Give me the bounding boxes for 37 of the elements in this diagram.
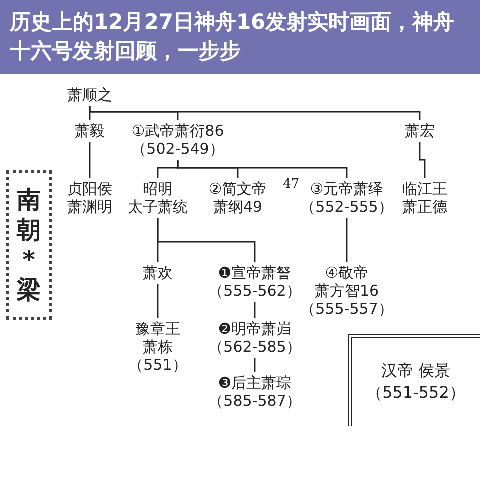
- tree-line: [157, 284, 159, 318]
- tree-line: [89, 142, 91, 178]
- person-name: ❷明帝萧岿: [217, 320, 293, 338]
- reign-years: （585-587）: [208, 392, 302, 410]
- person-name: ③元帝萧绎: [309, 180, 385, 198]
- reign-years: （555-562）: [208, 282, 302, 300]
- tree-line: [346, 218, 348, 262]
- person-name: 昭明太子萧统: [128, 180, 188, 216]
- person-name: 豫章王萧栋: [134, 320, 182, 356]
- person-name: ②简文帝萧纲49: [208, 180, 268, 216]
- tree-line: [419, 142, 426, 178]
- person-name: ❶宣帝萧詧: [217, 264, 293, 282]
- person-name: ④敬帝萧方智16: [314, 264, 380, 300]
- tree-line: [254, 302, 256, 318]
- person-name: 贞阳侯萧渊明: [68, 180, 112, 216]
- age-note: 47: [283, 177, 300, 192]
- tree-line: [254, 358, 256, 372]
- reign-years: （552-555）: [300, 198, 394, 216]
- person-name: ①武帝萧衍86: [132, 122, 224, 140]
- dynasty-box: 南朝*梁: [6, 170, 52, 320]
- person-name: ❸后主萧琮: [217, 374, 293, 392]
- tree-line: [89, 106, 421, 120]
- person-name: 萧欢: [143, 264, 173, 282]
- person-name: 萧宏: [405, 122, 435, 140]
- reign-years: （555-557）: [300, 300, 394, 318]
- ruler-name: 汉帝 侯景: [381, 360, 451, 382]
- reign-years: （562-585）: [208, 338, 302, 356]
- reign-years: （551）: [128, 356, 188, 374]
- reign-years: （551-552）: [366, 382, 466, 404]
- person-name: 临江王萧正德: [402, 180, 448, 216]
- person-name: 萧顺之: [68, 86, 112, 104]
- tree-line: [177, 160, 348, 178]
- title-banner: 历史上的12月27日神舟16发射实时画面，神舟十六号发射回顾，一步步: [0, 0, 480, 74]
- reign-years: （502-549）: [132, 140, 224, 158]
- person-name: 萧毅: [75, 122, 105, 140]
- ruler-box: [348, 334, 480, 426]
- tree-line: [157, 218, 256, 262]
